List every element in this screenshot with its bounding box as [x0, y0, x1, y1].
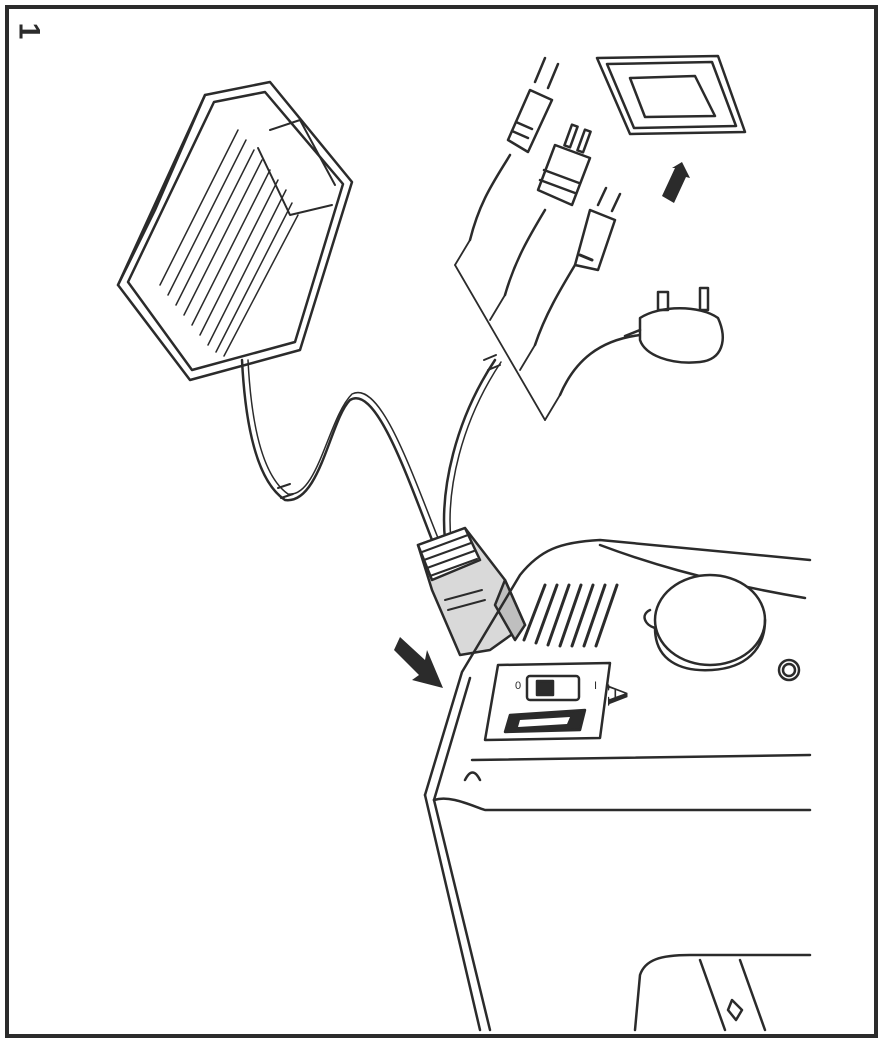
- sewing-machine-body: [423, 538, 812, 1032]
- power-cable: [442, 358, 497, 542]
- switch-on-mark: I: [594, 680, 598, 692]
- arrow-down-icon: [394, 637, 443, 688]
- arrow-up-icon: [662, 162, 690, 203]
- us-plug: [503, 123, 592, 297]
- plug-options-bracket: [454, 239, 561, 421]
- wall-socket: [595, 54, 747, 136]
- step-number: 1: [12, 22, 46, 40]
- socket-label: A: [600, 684, 634, 706]
- switch-off-mark: 0: [515, 680, 522, 692]
- foot-pedal: [116, 80, 354, 382]
- pedal-cable: [240, 358, 434, 542]
- uk-plug: [558, 286, 724, 397]
- euro-plug: [468, 56, 560, 242]
- machine-connector: [416, 526, 527, 657]
- euro-plug-small: [533, 186, 622, 347]
